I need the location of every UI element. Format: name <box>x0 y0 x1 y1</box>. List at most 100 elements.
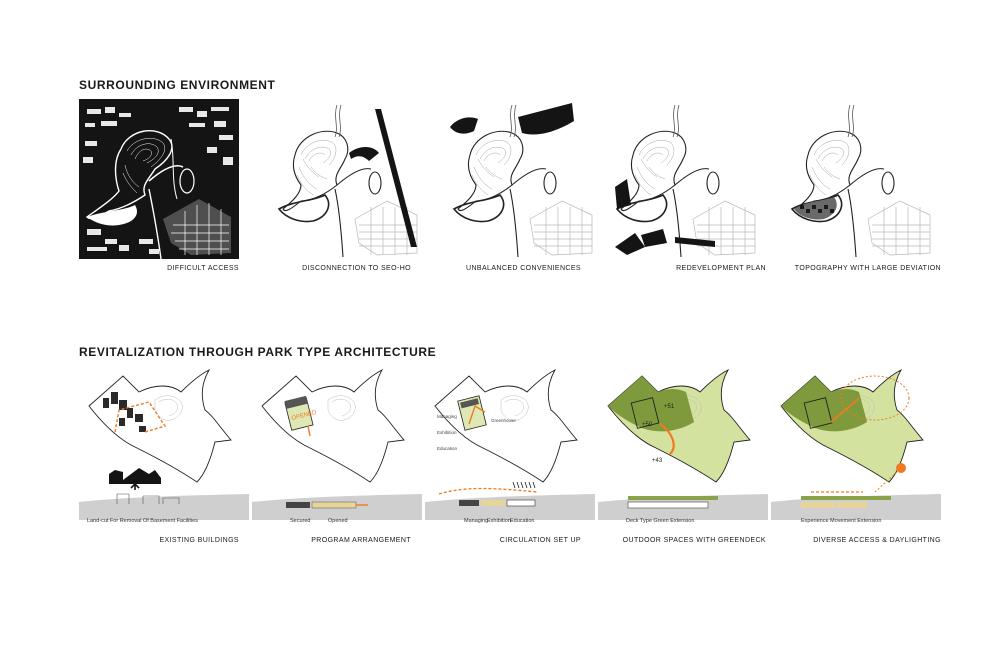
p4-arrow <box>659 423 675 455</box>
m5-west-lobe <box>790 193 843 223</box>
caption-circulation: CIRCULATION SET UP <box>499 537 581 544</box>
m5-building <box>800 205 804 209</box>
p2-arrow <box>307 425 311 437</box>
p3-section-managing <box>459 500 479 506</box>
m5-building <box>818 209 822 213</box>
m2-road <box>334 188 344 258</box>
m4-contours <box>634 140 675 196</box>
m4-pond <box>706 171 720 195</box>
map-redevelopment-plan <box>615 104 756 258</box>
p5-access-loop <box>840 375 910 421</box>
p5-arrow <box>830 397 860 423</box>
m4-road <box>672 188 682 258</box>
p1-building <box>103 398 109 408</box>
m4-west-lobe <box>615 193 668 223</box>
caption-existing-buildings: EXISTING BUILDINGS <box>159 537 239 544</box>
m3-road <box>509 188 519 258</box>
p4-level-50: +50 <box>642 422 653 428</box>
p4-deck-outline <box>630 397 660 429</box>
m5-building <box>806 209 810 213</box>
m3-pond <box>543 171 557 195</box>
p1-mound-inner <box>158 399 178 417</box>
m3-urban-grid <box>529 200 593 256</box>
p3-section-route <box>438 487 538 495</box>
m2-interchange <box>349 147 379 161</box>
p3-route <box>468 404 486 425</box>
p3-daylight-ray <box>520 481 524 489</box>
note-secured: Secured <box>290 518 311 524</box>
m3-contours <box>471 140 512 196</box>
m2-park-outline <box>282 130 349 212</box>
p5-deck-outline <box>803 397 833 429</box>
p1-building <box>127 408 133 418</box>
section-heading-surrounding: SURROUNDING ENVIRONMENT <box>79 78 276 92</box>
m2-river <box>334 104 338 138</box>
p1-ground <box>79 494 249 520</box>
caption-difficult-access: DIFFICULT ACCESS <box>167 265 239 272</box>
p4-section-deck <box>628 496 718 500</box>
p1-building <box>111 392 118 404</box>
m3-west-block <box>450 117 478 134</box>
caption-program-arrangement: PROGRAM ARRANGEMENT <box>311 537 411 544</box>
m5-building <box>812 205 816 209</box>
plan-outdoor-greendeck: +51+50+43 <box>598 368 768 520</box>
note-education: Education <box>510 518 534 524</box>
p3-mound-inner <box>504 399 524 417</box>
m5-path <box>849 168 885 186</box>
p1-building <box>119 400 127 410</box>
caption-topography: TOPOGRAPHY WITH LARGE DEVIATION <box>794 265 941 272</box>
m2-river-edge <box>338 104 342 138</box>
m3-north-block <box>518 103 574 135</box>
m2-pond <box>368 171 382 195</box>
note-deck-green: Deck Type Green Extension <box>626 518 694 524</box>
p3-manage-block <box>460 398 480 409</box>
m4-river <box>672 104 676 138</box>
m4-redev-block-1 <box>615 179 631 209</box>
p3-section-exhibition <box>481 500 505 506</box>
caption-outdoor-greendeck: OUTDOOR SPACES WITH GREENDECK <box>622 537 766 544</box>
m3-river <box>509 104 513 138</box>
m5-pond <box>881 171 895 195</box>
map-disconnection-seo-ho <box>277 104 418 258</box>
m3-park-outline <box>457 130 524 212</box>
m5-park-outline <box>795 130 862 212</box>
m2-west-lobe <box>277 193 330 223</box>
m2-contours <box>296 140 337 196</box>
p4-section-building <box>627 501 709 509</box>
m5-river-edge <box>851 104 855 138</box>
plan-program-arrangement: OPENED <box>252 368 422 520</box>
p3-mound <box>500 395 529 421</box>
p1-building <box>139 426 146 432</box>
p5-deck-area <box>781 376 867 432</box>
sun-icon <box>896 463 906 473</box>
p5-section-deck <box>801 496 891 500</box>
caption-unbalanced: UNBALANCED CONVENIENCES <box>466 265 581 272</box>
p2-mound-inner <box>331 399 351 417</box>
p5-light-ray <box>874 471 898 493</box>
caption-disconnection: DISCONNECTION TO SEO-HO <box>302 265 411 272</box>
p3-daylight-ray <box>516 481 520 489</box>
m2-highway <box>375 109 417 247</box>
p1-section-outline <box>116 493 180 504</box>
m5-building <box>830 209 834 213</box>
p1-building <box>135 414 143 422</box>
p1-up-arrow <box>130 482 140 490</box>
section-heading-revitalization: REVITALIZATION THROUGH PARK TYPE ARCHITE… <box>79 345 437 359</box>
m2-path <box>336 168 372 186</box>
m4-river-edge <box>676 104 680 138</box>
m5-urban-grid <box>867 200 931 256</box>
p1-building <box>119 418 125 426</box>
note-exhibition: Exhibition <box>487 518 511 524</box>
p1-site-outline <box>88 368 232 483</box>
p3-label-greenhouse: Greenhouse <box>491 418 516 423</box>
p3-label-exhibition: Exhibition <box>437 430 457 435</box>
p5-section-block-1 <box>801 502 835 508</box>
p3-label-managing: Managing <box>437 414 457 419</box>
m3-path <box>511 168 547 186</box>
p3-daylight-ray <box>532 481 536 489</box>
m5-building <box>824 205 828 209</box>
note-managing: Managing <box>464 518 488 524</box>
caption-diverse-access: DIVERSE ACCESS & DAYLIGHTING <box>813 537 941 544</box>
